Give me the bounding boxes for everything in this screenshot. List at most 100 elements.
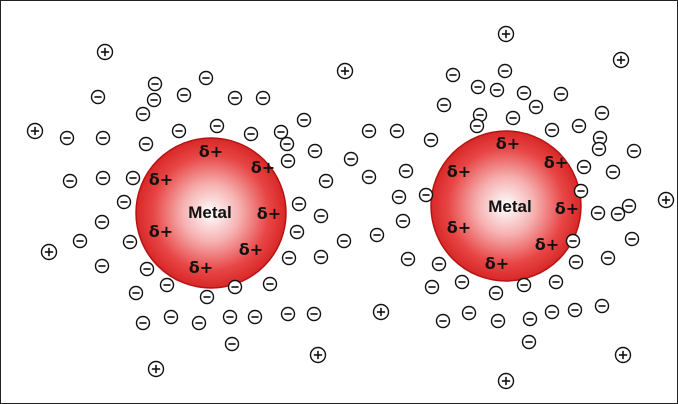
negative-ion-icon [125, 170, 141, 186]
negative-ion-icon [280, 153, 296, 169]
negative-ion-icon [361, 123, 377, 139]
delta-plus-label: δ+ [544, 153, 568, 172]
negative-ion-icon [568, 254, 584, 270]
metal-label-left: Metal [188, 203, 231, 222]
negative-ion-icon [227, 279, 243, 295]
negative-ion-icon [436, 97, 452, 113]
negative-ion-icon [159, 277, 175, 293]
positive-ion-icon [40, 243, 58, 261]
negative-ion-icon [147, 76, 163, 92]
negative-ion-icon [135, 315, 151, 331]
negative-ion-icon [565, 233, 581, 249]
negative-ion-icon [435, 313, 451, 329]
delta-charges-left: δ+δ+δ+δ+δ+δ+δ+ [149, 142, 281, 277]
negative-ion-icon [62, 173, 78, 189]
metal-particle-right: Metal δ+δ+δ+δ+δ+δ+δ+ [430, 130, 582, 282]
negative-ion-icon [594, 298, 610, 314]
delta-plus-label: δ+ [485, 254, 509, 273]
negative-ion-icon [72, 233, 88, 249]
negative-ion-icon [398, 163, 414, 179]
metal-sphere-right [430, 130, 582, 282]
negative-ion-icon [122, 234, 138, 250]
negative-ion-icon [281, 250, 297, 266]
negative-ion-icon [95, 130, 111, 146]
negative-ion-icon [369, 227, 385, 243]
negative-ion-icon [600, 250, 616, 266]
delta-plus-label: δ+ [496, 134, 520, 153]
negative-ion-icon [59, 130, 75, 146]
negative-ion-icon [576, 159, 592, 175]
negative-ion-icon [621, 198, 637, 214]
delta-plus-label: δ+ [447, 218, 471, 237]
negative-ion-icon [488, 285, 504, 301]
positive-ion-icon [497, 25, 515, 43]
negative-ion-icon [313, 208, 329, 224]
metal-label-right: Metal [488, 197, 531, 216]
negative-ion-icon [516, 85, 532, 101]
negative-ion-icon [306, 306, 322, 322]
negative-ion-icon [313, 249, 329, 265]
negative-ion-icon [95, 170, 111, 186]
negative-ion-icon [431, 256, 447, 272]
positive-ion-icon [96, 43, 114, 61]
negative-ion-icon [461, 305, 477, 321]
negative-ion-icon [128, 285, 144, 301]
negative-ion-icon [573, 183, 589, 199]
negative-ion-icon [291, 196, 307, 212]
negative-ion-icon [544, 122, 560, 138]
negative-ion-icon [273, 124, 289, 140]
positive-ion-icon [497, 372, 515, 390]
negative-ion-icon [191, 315, 207, 331]
negative-ion-icon [528, 99, 544, 115]
negative-ion-icon [489, 82, 505, 98]
negative-ion-icon [571, 118, 587, 134]
positive-ion-set [26, 25, 675, 390]
negative-ion-icon [469, 118, 485, 134]
negative-ion-icon [624, 231, 640, 247]
negative-ion-icon [209, 118, 225, 134]
negative-ion-icon [146, 92, 162, 108]
positive-ion-icon [26, 122, 44, 140]
positive-ion-icon [147, 360, 165, 378]
delta-plus-label: δ+ [149, 170, 173, 189]
negative-ion-icon [116, 194, 132, 210]
negative-ion-icon [591, 141, 607, 157]
negative-ion-icon [243, 126, 259, 142]
positive-ion-icon [612, 51, 630, 69]
negative-ion-icon [222, 309, 238, 325]
negative-ion-icon [343, 151, 359, 167]
negative-ion-icon [522, 311, 538, 327]
delta-plus-label: δ+ [447, 162, 471, 181]
negative-ion-cloud [59, 63, 642, 352]
negative-ion-icon [497, 63, 513, 79]
negative-ion-icon [516, 277, 532, 293]
positive-ion-icon [372, 303, 390, 321]
negative-ion-icon [544, 304, 560, 320]
negative-ion-icon [279, 136, 295, 152]
positive-ion-icon [657, 191, 675, 209]
negative-ion-icon [454, 274, 470, 290]
negative-ion-icon [94, 258, 110, 274]
negative-ion-icon [567, 302, 583, 318]
negative-ion-icon [280, 306, 296, 322]
negative-ion-icon [307, 143, 323, 159]
negative-ion-icon [361, 169, 377, 185]
negative-ion-icon [389, 123, 405, 139]
negative-ion-icon [610, 206, 626, 222]
negative-ion-icon [198, 70, 214, 86]
negative-ion-icon [470, 79, 486, 95]
negative-ion-icon [163, 309, 179, 325]
delta-plus-label: δ+ [239, 240, 263, 259]
negative-ion-icon [490, 313, 506, 329]
negative-ion-icon [176, 87, 192, 103]
negative-ion-icon [296, 112, 312, 128]
negative-ion-icon [289, 224, 305, 240]
metal-particle-left: Metal δ+δ+δ+δ+δ+δ+δ+ [135, 137, 287, 289]
negative-ion-icon [336, 233, 352, 249]
delta-plus-label: δ+ [535, 235, 559, 254]
metal-sphere-left [135, 137, 287, 289]
negative-ion-icon [548, 274, 564, 290]
negative-ion-icon [262, 276, 278, 292]
